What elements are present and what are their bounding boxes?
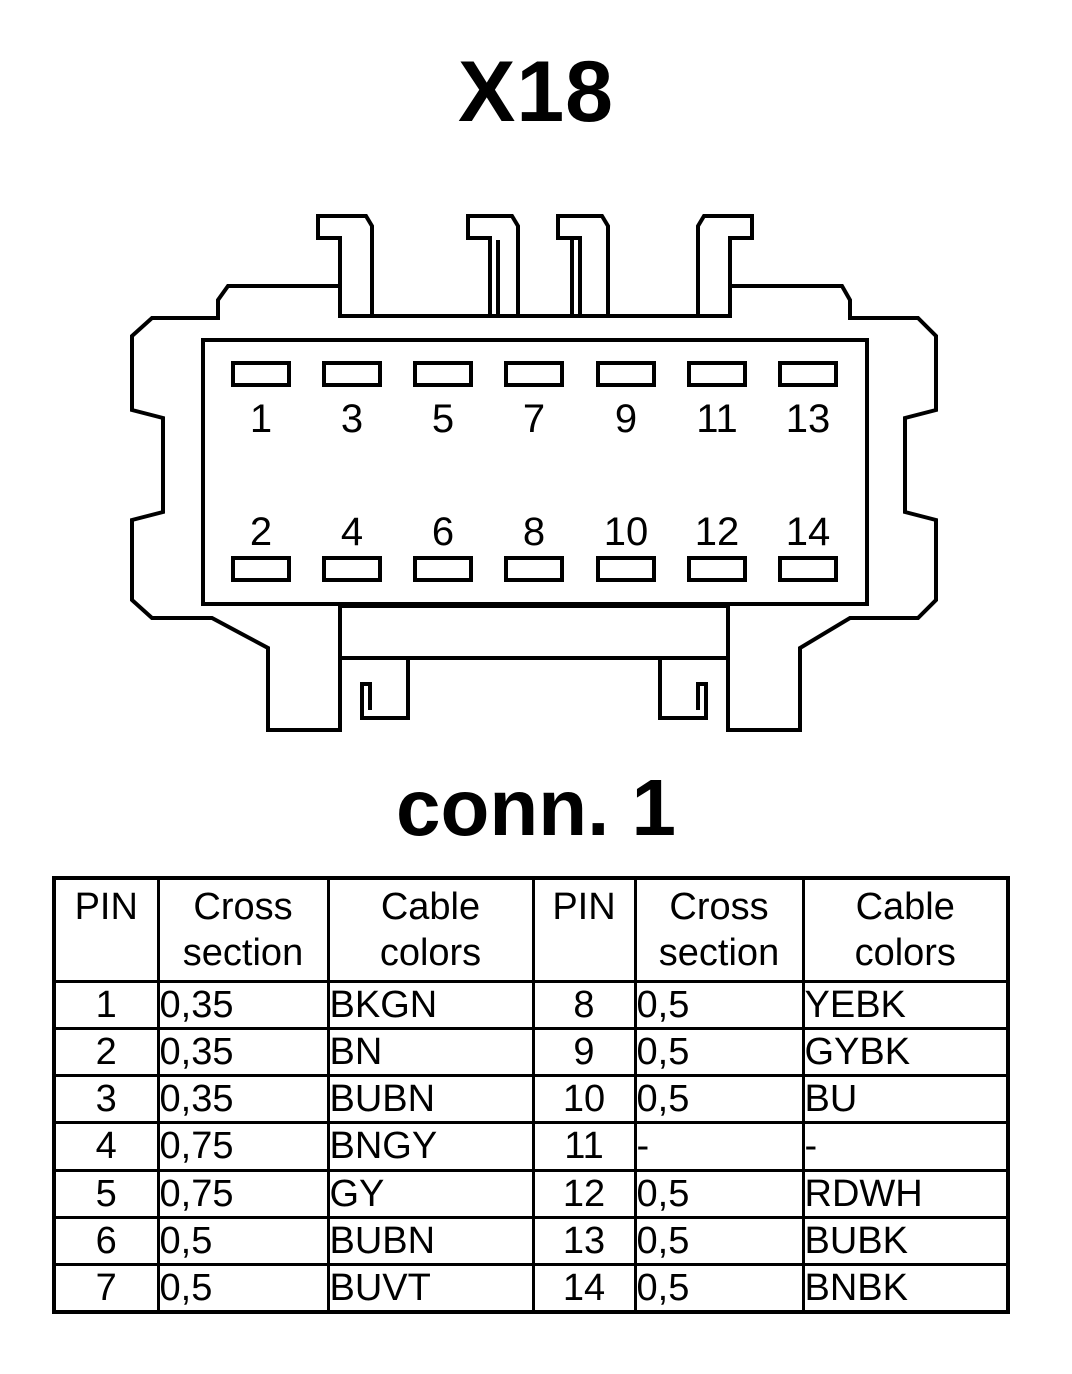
pin-cell: 8 <box>531 979 637 1031</box>
pin-number-12: 12 <box>695 510 740 554</box>
table-row: 6 0,5 BUBN 13 0,5 BUBK <box>52 1215 1010 1266</box>
cross-section-cell: 0,5 <box>156 1262 330 1314</box>
latch-tab-center-right <box>556 214 610 316</box>
pin-slot-9 <box>596 361 656 387</box>
bottom-foot-right <box>658 656 728 720</box>
cross-section-cell: 0,5 <box>156 1215 330 1266</box>
cable-color-cell: BUVT <box>326 1262 535 1314</box>
cable-color-cell: - <box>801 1121 1010 1172</box>
cross-section-cell: 0,5 <box>633 1215 805 1266</box>
cable-color-cell: RDWH <box>801 1168 1010 1219</box>
pin-cell: 6 <box>52 1215 160 1266</box>
cross-section-cell: 0,35 <box>156 1027 330 1078</box>
connector-label: conn. 1 <box>395 763 677 852</box>
cross-section-cell: 0,5 <box>633 1262 805 1314</box>
pin-cell: 14 <box>531 1262 637 1314</box>
pin-number-3: 3 <box>341 397 363 441</box>
pin-number-11: 11 <box>696 397 738 441</box>
table-row: 1 0,35 BKGN 8 0,5 YEBK <box>52 979 1010 1031</box>
pin-number-5: 5 <box>432 397 454 441</box>
header-pin: PIN <box>531 876 637 983</box>
cable-color-cell: BU <box>801 1074 1010 1125</box>
latch-tab-right <box>696 214 754 316</box>
pin-number-8: 8 <box>523 510 545 554</box>
pin-slot-2 <box>231 556 291 582</box>
cross-section-cell: 0,75 <box>156 1168 330 1219</box>
latch-tab-center-left <box>466 214 520 316</box>
pin-number-10: 10 <box>604 510 649 554</box>
table-row: 4 0,75 BNGY 11 - - <box>52 1121 1010 1172</box>
pin-cell: 5 <box>52 1168 160 1219</box>
cable-color-cell: BUBN <box>326 1074 535 1125</box>
pin-cell: 4 <box>52 1121 160 1172</box>
pin-cell: 11 <box>531 1121 637 1172</box>
pin-slot-1 <box>231 361 291 387</box>
diagram-title: X18 <box>457 44 615 140</box>
cross-section-cell: 0,5 <box>633 979 805 1031</box>
table-row: 2 0,35 BN 9 0,5 GYBK <box>52 1027 1010 1078</box>
cross-section-cell: 0,75 <box>156 1121 330 1172</box>
pin-number-13: 13 <box>786 397 831 441</box>
latch-tab-left <box>316 214 374 316</box>
pin-number-1: 1 <box>250 397 272 441</box>
pin-cell: 12 <box>531 1168 637 1219</box>
cable-color-cell: BNGY <box>326 1121 535 1172</box>
pin-slot-6 <box>413 556 473 582</box>
table-row: 3 0,35 BUBN 10 0,5 BU <box>52 1074 1010 1125</box>
cable-color-cell: BUBN <box>326 1215 535 1266</box>
connector-face <box>201 338 869 606</box>
pin-cell: 7 <box>52 1262 160 1314</box>
cross-section-cell: 0,5 <box>633 1027 805 1078</box>
pin-slot-11 <box>687 361 747 387</box>
cable-color-cell: BUBK <box>801 1215 1010 1266</box>
pin-cell: 13 <box>531 1215 637 1266</box>
pin-slot-8 <box>504 556 564 582</box>
pin-number-7: 7 <box>523 397 545 441</box>
bottom-foot-left <box>338 606 410 720</box>
cable-color-cell: YEBK <box>801 979 1010 1031</box>
cable-color-cell: GY <box>326 1168 535 1219</box>
cross-section-cell: 0,5 <box>633 1168 805 1219</box>
cross-section-cell: 0,35 <box>156 979 330 1031</box>
pin-number-4: 4 <box>341 510 363 554</box>
pin-cell: 10 <box>531 1074 637 1125</box>
pin-slot-5 <box>413 361 473 387</box>
cable-color-cell: BN <box>326 1027 535 1078</box>
header-pin: PIN <box>52 876 160 983</box>
pin-slot-10 <box>596 556 656 582</box>
pin-slot-14 <box>778 556 838 582</box>
cable-color-cell: BNBK <box>801 1262 1010 1314</box>
pin-cell: 3 <box>52 1074 160 1125</box>
pin-slot-4 <box>322 556 382 582</box>
table-row: 5 0,75 GY 12 0,5 RDWH <box>52 1168 1010 1219</box>
table-row: 7 0,5 BUVT 14 0,5 BNBK <box>52 1262 1010 1314</box>
pin-slot-12 <box>687 556 747 582</box>
pin-cell: 1 <box>52 979 160 1031</box>
pin-slot-7 <box>504 361 564 387</box>
pin-slot-13 <box>778 361 838 387</box>
pin-slot-3 <box>322 361 382 387</box>
pin-number-6: 6 <box>432 510 454 554</box>
pin-cell: 2 <box>52 1027 160 1078</box>
pin-number-9: 9 <box>615 397 637 441</box>
connector-housing-outline <box>130 284 938 732</box>
cable-color-cell: GYBK <box>801 1027 1010 1078</box>
pin-cell: 9 <box>531 1027 637 1078</box>
cable-color-cell: BKGN <box>326 979 535 1031</box>
pin-number-2: 2 <box>250 510 272 554</box>
cross-section-cell: 0,5 <box>633 1074 805 1125</box>
pin-number-14: 14 <box>786 510 831 554</box>
cross-section-cell: - <box>633 1121 805 1172</box>
cross-section-cell: 0,35 <box>156 1074 330 1125</box>
